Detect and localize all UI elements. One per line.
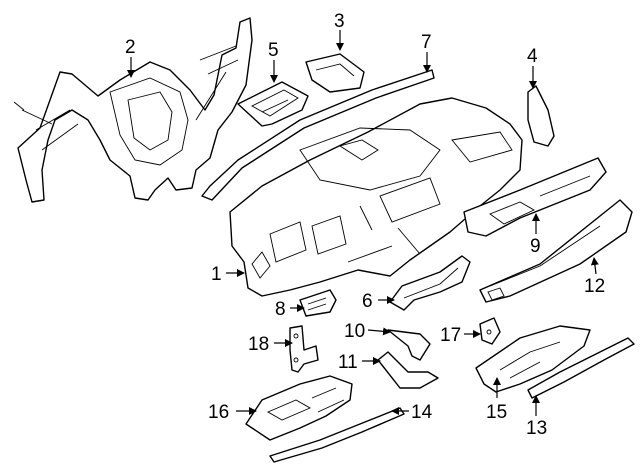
- part-16-lower-tray: [245, 375, 353, 441]
- callout-18: 18: [248, 334, 269, 355]
- callout-7: 7: [421, 32, 432, 53]
- part-12-lower-trim: [479, 199, 633, 303]
- part-13-lower-strip: [527, 337, 635, 399]
- part-18-bracket: [289, 325, 319, 373]
- part-2-support-beam: [13, 17, 253, 203]
- callout-11: 11: [338, 352, 358, 373]
- part-6-bezel: [389, 255, 471, 311]
- part-11-trim-piece: [377, 351, 439, 389]
- callout-4: 4: [527, 46, 538, 67]
- leader-lines: [127, 30, 599, 416]
- callout-6: 6: [362, 291, 373, 312]
- part-4-end-cap: [527, 85, 555, 147]
- callout-5: 5: [268, 40, 279, 61]
- callout-8: 8: [275, 299, 286, 320]
- callout-12: 12: [584, 276, 605, 297]
- callout-17: 17: [440, 325, 461, 346]
- callout-1: 1: [211, 264, 222, 285]
- callout-9: 9: [530, 236, 541, 257]
- callout-15: 15: [486, 402, 507, 423]
- part-15-lower-cover: [475, 325, 591, 393]
- part-9-trim-panel: [463, 157, 607, 237]
- part-10-bracket: [387, 329, 431, 361]
- part-8-vent: [299, 289, 337, 317]
- callout-10: 10: [344, 321, 365, 342]
- part-3-top-cover: [305, 53, 365, 93]
- part-7-trim-strip: [201, 69, 435, 201]
- part-14-strip: [269, 407, 405, 463]
- callout-13: 13: [526, 418, 547, 439]
- callout-3: 3: [334, 11, 345, 32]
- part-17-clip: [479, 317, 501, 345]
- callout-16: 16: [208, 402, 229, 423]
- callout-14: 14: [411, 402, 433, 423]
- part-1-dashboard-panel: [229, 97, 523, 297]
- part-5-vent-trim: [237, 81, 309, 127]
- callout-labels: 1 2 3 4 5 6 7 8 9 10 11 12 13 14 15 16 1…: [125, 11, 605, 439]
- callout-2: 2: [125, 37, 136, 58]
